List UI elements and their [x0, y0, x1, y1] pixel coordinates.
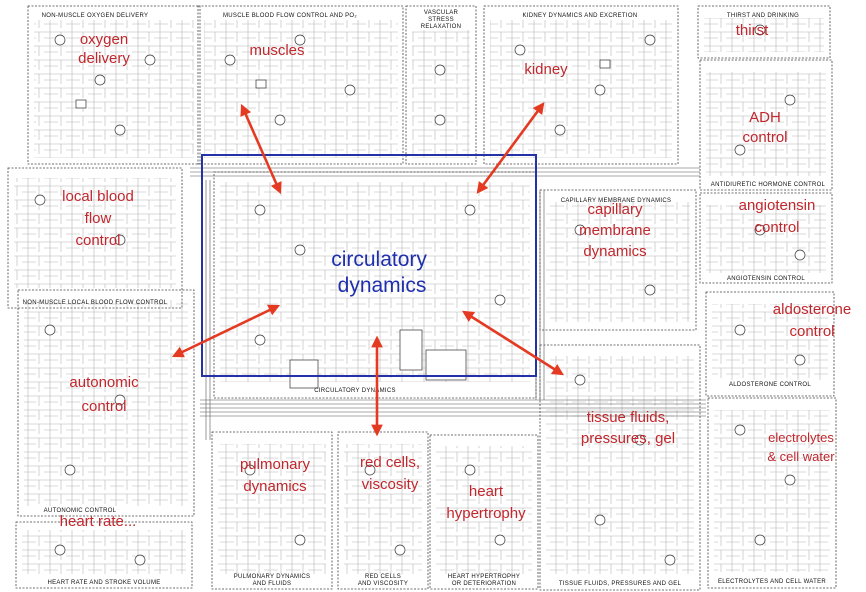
panel-title-muscle: MUSCLE BLOOD FLOW CONTROL AND PO₂ [223, 13, 357, 19]
panel-title-adh: ANTIDIURETIC HORMONE CONTROL [711, 182, 826, 188]
panel-title-electro: ELECTROLYTES AND CELL WATER [718, 579, 826, 585]
panel-title-circulatory: CIRCULATORY DYNAMICS [314, 388, 396, 394]
overlay-heart-rate: heart rate... [60, 513, 137, 530]
panel-title-thirst: THIRST AND DRINKING [727, 13, 799, 19]
panel-title-kidney: KIDNEY DYNAMICS AND EXCRETION [523, 13, 638, 19]
panel-title-aldo: ALDOSTERONE CONTROL [729, 382, 811, 388]
panel-title-heartrate: HEART RATE AND STROKE VOLUME [47, 580, 160, 586]
overlay-kidney: kidney [524, 61, 568, 78]
panel-title-oxygen: NON-MUSCLE OXYGEN DELIVERY [42, 13, 149, 19]
overlay-thirst: thirst [736, 22, 769, 39]
panel-title-tissue: TISSUE FLUIDS, PRESSURES AND GEL [559, 581, 682, 587]
overlay-muscles: muscles [249, 42, 304, 59]
panel-title-localflow: NON-MUSCLE LOCAL BLOOD FLOW CONTROL [23, 300, 168, 306]
panel-title-angio: ANGIOTENSIN CONTROL [727, 276, 805, 282]
